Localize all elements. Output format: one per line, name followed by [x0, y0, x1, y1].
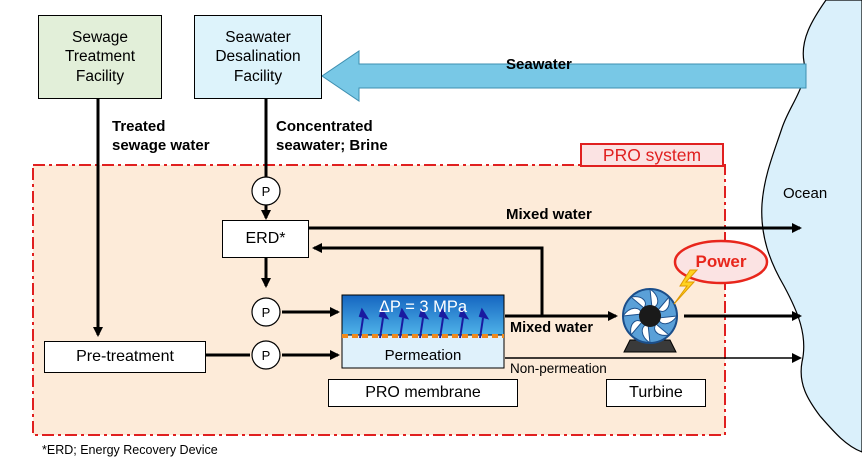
erd-box: ERD* [222, 220, 309, 258]
seawater-label: Seawater [506, 56, 572, 73]
ocean-label: Ocean [783, 185, 828, 202]
turbine-icon [621, 287, 679, 353]
power-ellipse [673, 239, 769, 285]
non-permeation-label: Non-permeation [510, 361, 607, 376]
pump-2-label: P [261, 304, 271, 320]
treated-sewage-label: Treated sewage water [112, 118, 210, 154]
sewage-facility-label: Sewage Treatment Facility [64, 28, 136, 85]
pro-system-title: PRO system [580, 143, 724, 167]
pump-2 [251, 297, 281, 327]
pre-treatment-box: Pre-treatment [44, 341, 206, 373]
membrane-pressure-label: ΔP = 3 MPa [378, 297, 468, 316]
pump-1-label: P [261, 183, 271, 199]
lightning-icon [673, 269, 699, 305]
pro-membrane-unit [341, 294, 505, 369]
concentrated-brine-label: Concentrated seawater; Brine [276, 118, 388, 154]
footnote: *ERD; Energy Recovery Device [42, 443, 218, 457]
permeation-label: Permeation [384, 346, 462, 364]
desalination-facility-label: Seawater Desalination Facility [215, 28, 301, 85]
pump-3-label: P [261, 347, 271, 363]
ocean-shape [761, 0, 862, 453]
sewage-treatment-facility: Sewage Treatment Facility [38, 15, 162, 99]
mixed-water-top-label: Mixed water [506, 206, 592, 223]
pro-membrane-label-box: PRO membrane [328, 379, 518, 407]
mixed-water-mid-label: Mixed water [510, 320, 593, 336]
pump-3 [251, 340, 281, 370]
seawater-arrow [321, 50, 807, 102]
seawater-desalination-facility: Seawater Desalination Facility [194, 15, 322, 99]
turbine-label-box: Turbine [606, 379, 706, 407]
power-label: Power [695, 252, 747, 271]
pump-1 [251, 176, 281, 206]
